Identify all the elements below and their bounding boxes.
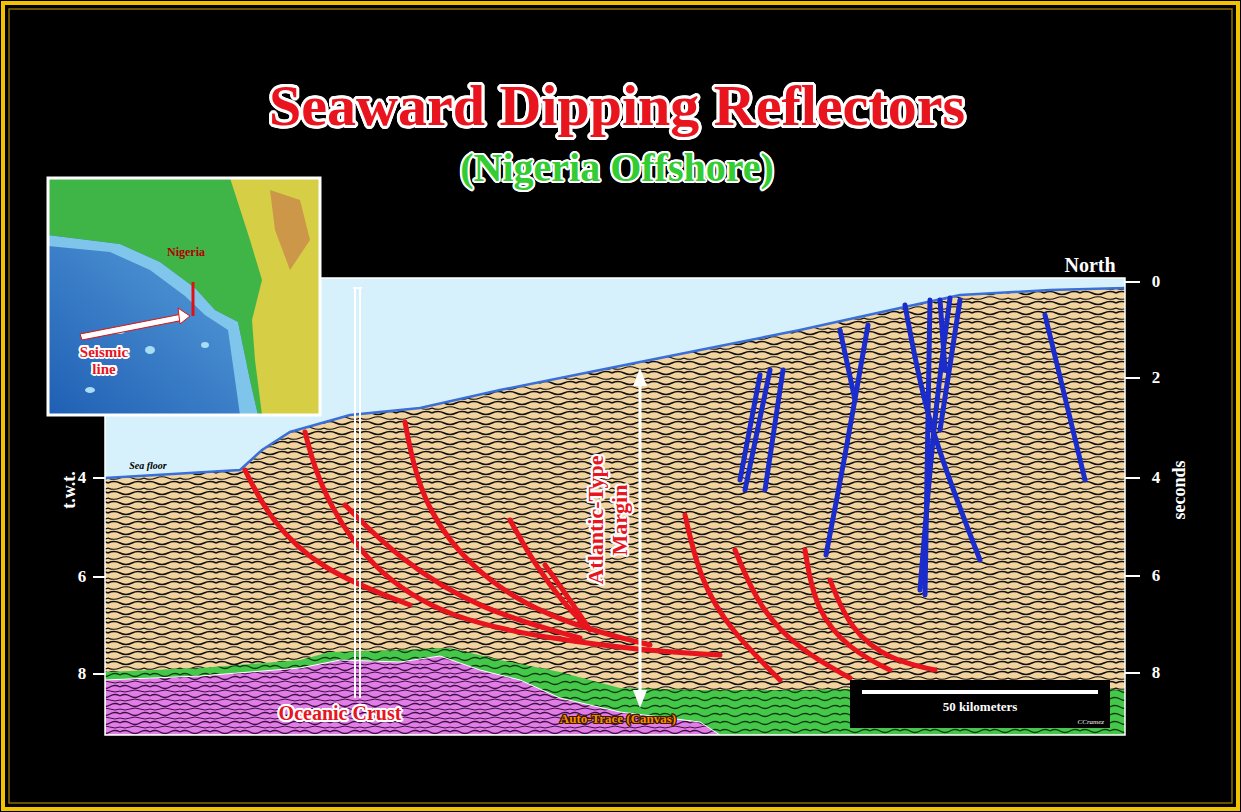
scale-box: 50 kilometersCCramez (850, 680, 1110, 728)
highlands (230, 178, 320, 415)
gold-frame-inner (9, 9, 1232, 803)
well-line (353, 287, 362, 289)
axis-value: 4 (78, 469, 87, 488)
seamount (201, 342, 209, 348)
well-line (359, 288, 361, 698)
map-label: Seismic line (69, 344, 139, 377)
normal-fault (765, 370, 783, 490)
axis-value: 0 (1152, 273, 1161, 292)
normal-fault (940, 300, 960, 430)
normal-fault (740, 375, 760, 480)
axis-title: t.w.t. (60, 471, 80, 509)
normal-fault (940, 300, 945, 370)
tick (1125, 575, 1140, 577)
sea-floor-label: Sea floor (129, 460, 167, 471)
ocean (48, 178, 320, 415)
margin-label: Atlantic-Type Margin (584, 433, 632, 608)
scale-bar (862, 690, 1098, 694)
basement-layer (105, 648, 1125, 735)
inset-frame (48, 178, 320, 415)
normal-fault (920, 298, 950, 590)
normal-fault (1045, 315, 1085, 480)
pointer-arrow-head (178, 308, 190, 324)
crust-label: Oceanic Crust (279, 702, 402, 724)
axis-value: 8 (78, 665, 87, 684)
normal-fault (840, 330, 855, 400)
oceanic-crust (105, 656, 720, 735)
tick (93, 673, 105, 675)
arrow-head (633, 368, 647, 386)
tick (1125, 281, 1140, 283)
axis-value: 6 (78, 568, 87, 587)
seamount (85, 387, 95, 393)
pointer-arrow (80, 314, 184, 340)
title: Seaward Dipping Reflectors (269, 74, 965, 138)
listric-fault (245, 470, 410, 605)
tick (1125, 672, 1140, 674)
inset-map (48, 178, 320, 415)
margin-arrow-shaft (639, 382, 642, 696)
listric-fault (405, 422, 650, 645)
well-line (354, 288, 356, 698)
seamount (145, 346, 155, 354)
axis-value: 4 (1152, 469, 1161, 488)
tick (93, 576, 105, 578)
axis-title: seconds (1170, 460, 1190, 519)
direction-label: North (1064, 254, 1115, 276)
normal-fault (826, 325, 868, 555)
axis-value: 8 (1152, 664, 1161, 683)
tick (1125, 377, 1140, 379)
mountains (270, 190, 310, 270)
country-name: Nigeria (167, 246, 205, 259)
land (48, 178, 320, 415)
arrow-head (633, 690, 647, 708)
axis-value: 6 (1152, 567, 1161, 586)
axis-value: 2 (1152, 369, 1161, 388)
software-label: Auto-Trace (Canvas) (560, 712, 676, 726)
listric-fault (735, 550, 850, 678)
seismic-line-trace (192, 282, 195, 316)
listric-fault (345, 505, 580, 638)
listric-fault (305, 432, 720, 655)
tick (1125, 477, 1140, 479)
listric-fault (830, 580, 935, 670)
listric-fault (685, 515, 780, 680)
subtitle: (Nigeria Offshore) (460, 146, 774, 190)
scale-label: 50 kilometers (943, 699, 1018, 715)
normal-fault (925, 300, 930, 595)
tick (93, 477, 105, 479)
author-mark: CCramez (1078, 718, 1104, 726)
gold-frame (3, 3, 1238, 809)
